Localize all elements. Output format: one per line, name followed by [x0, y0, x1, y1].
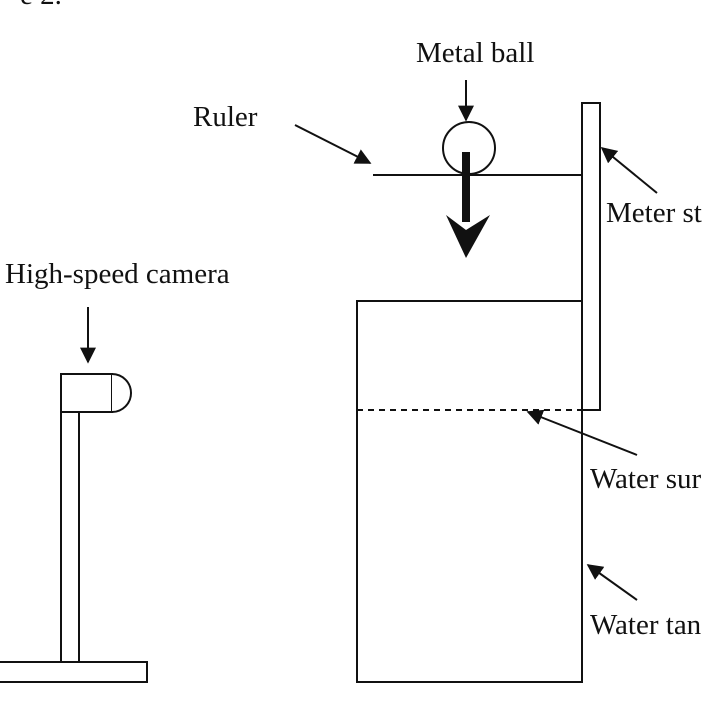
metal-ball-label: Metal ball: [416, 37, 534, 69]
meter-stick: [581, 102, 601, 411]
camera-label: High-speed camera: [5, 258, 230, 290]
meter-stick-label: Meter st: [606, 197, 702, 229]
fall-direction-arrow: [446, 152, 490, 258]
water-surface-label: Water sur: [590, 463, 702, 495]
caption-fragment: e 2.: [20, 0, 62, 11]
ruler-label: Ruler: [193, 101, 258, 133]
water-tank: [356, 300, 583, 683]
water-surface-pointer-arrow: [526, 409, 638, 456]
water-tank-pointer-arrow: [586, 564, 638, 601]
high-speed-camera: [0, 373, 148, 683]
water-tank-label: Water tan: [590, 609, 702, 641]
meter-stick-pointer-arrow: [600, 146, 658, 194]
ruler-pointer-arrow: [294, 124, 372, 164]
